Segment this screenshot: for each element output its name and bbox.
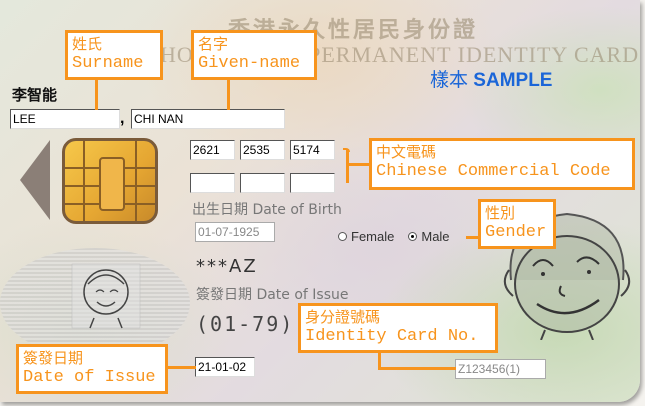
date-of-issue-input[interactable]: 21-01-02 [195,357,255,377]
surname-connector [95,80,98,110]
ccc-field-6[interactable] [290,173,335,193]
sample-label-chinese: 樣本 [430,70,469,91]
ccc-field-3[interactable]: 5174 [290,140,335,160]
gender-radio-group: Female Male [338,229,450,244]
callout-id-number-en: Identity Card No. [305,327,479,346]
name-separator: , [120,110,125,127]
doi-label: 簽發日期 Date of Issue [196,287,349,303]
ccc-brace-stem [346,149,349,183]
id-number-connector-h [378,367,456,370]
symbols-code: ***AZ [196,256,258,277]
callout-id-number-zh: 身分證號碼 [305,308,381,326]
callout-doi-zh: 簽發日期 [23,349,84,367]
ccc-field-1[interactable]: 2621 [190,140,235,160]
callout-surname: 姓氏 Surname [65,30,163,80]
dob-input[interactable]: 01-07-1925 [195,222,275,242]
callout-gender-en: Gender [485,223,547,242]
callout-surname-zh: 姓氏 [72,35,103,53]
male-radio-label[interactable]: Male [421,229,450,244]
gender-connector [466,236,480,239]
callout-given-name-zh: 名字 [198,35,229,53]
female-radio-label[interactable]: Female [351,229,395,244]
dob-label: 出生日期 Date of Birth [192,202,342,218]
female-radio[interactable] [338,232,347,241]
callout-gender: 性別 Gender [478,199,556,249]
ccc-field-4[interactable] [190,173,235,193]
sample-label-english: SAMPLE [473,70,553,91]
callout-gender-zh: 性別 [485,204,516,222]
id-number-input[interactable]: Z123456(1) [455,359,546,379]
ccc-field-2[interactable]: 2535 [240,140,285,160]
sample-label: 樣本 SAMPLE [430,65,552,92]
left-arrow-icon [20,140,50,220]
callout-given-name-en: Given-name [198,54,301,73]
male-radio[interactable] [408,232,418,241]
chinese-name: 李智能 [12,86,58,104]
ghost-portrait-icon [71,263,141,329]
callout-surname-en: Surname [72,54,144,73]
smart-chip-icon [62,138,158,224]
callout-id-number: 身分證號碼 Identity Card No. [298,303,498,353]
ccc-field-5[interactable] [240,173,285,193]
callout-ccc-en: Chinese Commercial Code [376,162,611,181]
given-name-input[interactable]: CHI NAN [131,109,285,129]
portrait-icon [503,212,631,340]
given-name-connector [227,80,230,110]
ccc-connector [349,163,369,166]
id-number-connector-v [378,353,381,369]
first-issue-code: (01-79) [196,312,295,336]
callout-date-of-issue: 簽發日期 Date of Issue [16,344,168,394]
callout-ccc: 中文電碼 Chinese Commercial Code [369,138,635,190]
doi-connector [168,366,196,369]
callout-doi-en: Date of Issue [23,368,156,387]
callout-given-name: 名字 Given-name [191,30,317,80]
callout-ccc-zh: 中文電碼 [376,143,437,161]
surname-input[interactable]: LEE [10,109,120,129]
